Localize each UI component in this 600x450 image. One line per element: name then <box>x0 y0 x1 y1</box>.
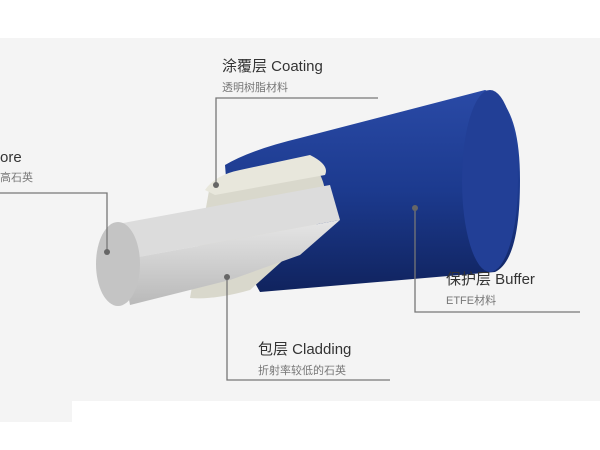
core-marker-dot <box>104 249 110 255</box>
cladding-title: 包层 Cladding <box>258 341 352 358</box>
coating-layer <box>205 155 326 195</box>
coating-title: 涂覆层 Coating <box>222 58 323 75</box>
core-slab-top <box>112 185 340 260</box>
coating-subtitle: 透明树脂材料 <box>222 82 288 94</box>
buffer-marker-dot <box>412 205 418 211</box>
cladding-label: 包层 Cladding 折射率较低的石英 <box>258 338 351 378</box>
buffer-title: 保护层 Buffer <box>446 271 535 288</box>
core-end-face <box>96 222 140 306</box>
core-label: ore 高石英 <box>0 149 33 185</box>
coating-marker-dot <box>213 182 219 188</box>
leader-lines <box>0 97 580 381</box>
buffer-label: 保护层 Buffer ETFE材料 <box>446 268 535 308</box>
cladding-marker-dot <box>224 274 230 280</box>
cladding-subtitle: 折射率较低的石英 <box>258 365 346 377</box>
core-slab-body <box>122 220 340 305</box>
coating-label: 涂覆层 Coating 透明树脂材料 <box>222 55 323 95</box>
core-subtitle: 高石英 <box>0 172 33 184</box>
buffer-end-face <box>462 90 518 272</box>
core-title: ore <box>0 149 22 166</box>
background-strip <box>0 400 72 422</box>
buffer-subtitle: ETFE材料 <box>446 295 497 307</box>
